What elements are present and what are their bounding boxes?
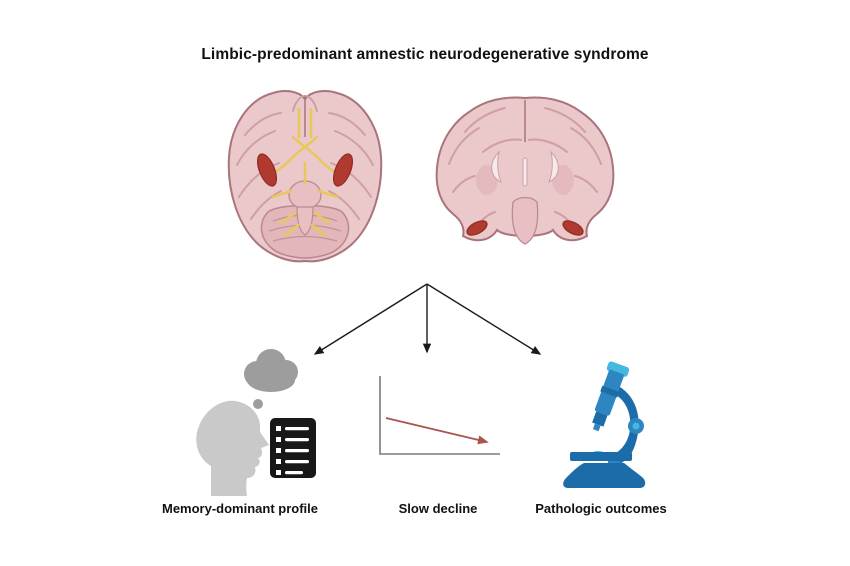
lateral-ventricle-right	[548, 150, 559, 184]
microscope-objective	[592, 411, 608, 427]
figure-title: Limbic-predominant amnestic neurodegener…	[201, 46, 649, 63]
brain-axial-illustration	[227, 90, 383, 263]
lateral-ventricle-left	[491, 150, 502, 184]
microscope-arm	[610, 384, 639, 466]
memory-profile-icon-group	[196, 349, 316, 496]
branch-arrows	[313, 283, 542, 355]
arrow-to-memory-profile	[313, 283, 428, 355]
microscope-objective-tip	[592, 423, 601, 432]
thought-bubble-icon	[244, 349, 298, 419]
microscope-tube-band	[600, 385, 620, 398]
microscope-base	[563, 463, 646, 488]
caption-pathologic-outcomes: Pathologic outcomes	[535, 501, 667, 516]
microscope-icon	[563, 361, 646, 488]
declining-line-chart-icon	[379, 376, 500, 455]
coronal-gyri-lines	[448, 107, 602, 227]
hippocampus-highlight-right	[562, 220, 584, 236]
gyri-lines	[236, 95, 374, 220]
hippocampus-highlight-left	[466, 220, 488, 236]
brainstem	[511, 196, 539, 245]
cranial-nerves-yellow	[271, 107, 339, 237]
chart-axes	[379, 376, 500, 455]
checklist-icon	[270, 418, 316, 478]
amygdala-highlight-right	[332, 153, 354, 187]
pons	[288, 180, 322, 210]
medulla	[296, 206, 314, 236]
arrow-to-pathologic-outcomes	[426, 283, 542, 355]
microscope-eyepiece-cap	[606, 361, 630, 377]
microscope-stage	[570, 452, 632, 461]
decline-trend-line	[385, 417, 489, 445]
caption-slow-decline: Slow decline	[398, 501, 478, 516]
brain-coronal-illustration	[435, 96, 615, 245]
caption-memory-dominant-profile: Memory-dominant profile	[161, 501, 318, 516]
amygdala-highlight-left	[256, 153, 278, 187]
third-ventricle	[522, 157, 528, 187]
microscope-focus-knob-center	[632, 422, 640, 430]
head-profile-icon	[196, 400, 269, 496]
microscope-tube-group	[592, 361, 630, 432]
